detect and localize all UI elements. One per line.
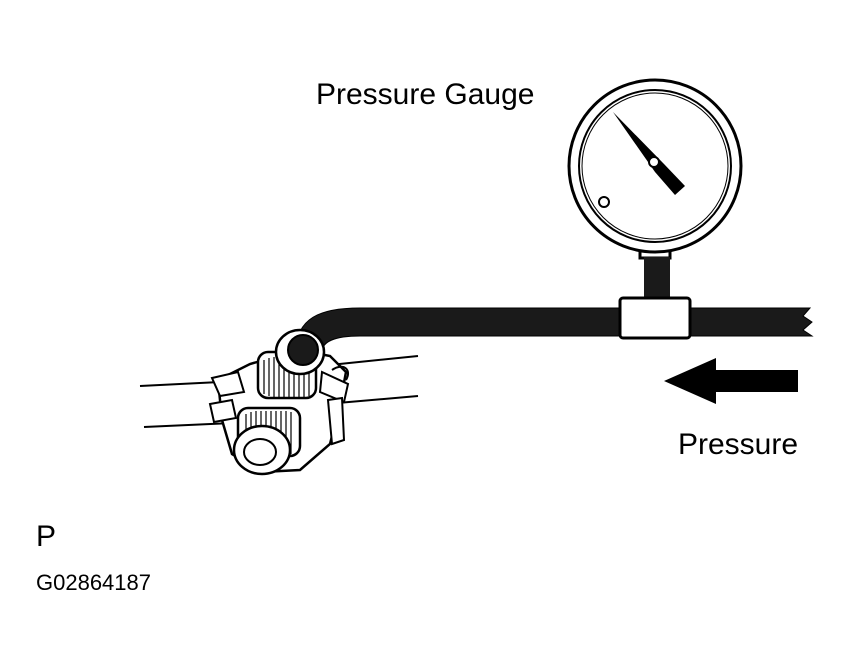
pressure-gauge-icon <box>567 78 743 254</box>
hose <box>295 307 814 353</box>
valve-assembly-icon <box>139 328 419 476</box>
figure-code: G02864187 <box>36 570 151 595</box>
view-letter: P <box>36 520 57 553</box>
gauge-needle <box>613 112 685 195</box>
arrow-left-icon <box>664 358 798 404</box>
gauge-screw <box>598 196 610 208</box>
needle-pivot <box>648 156 660 168</box>
t-fitting <box>618 296 692 340</box>
pressure-gauge-label: Pressure Gauge <box>316 78 535 111</box>
pressure-label: Pressure <box>678 428 799 461</box>
